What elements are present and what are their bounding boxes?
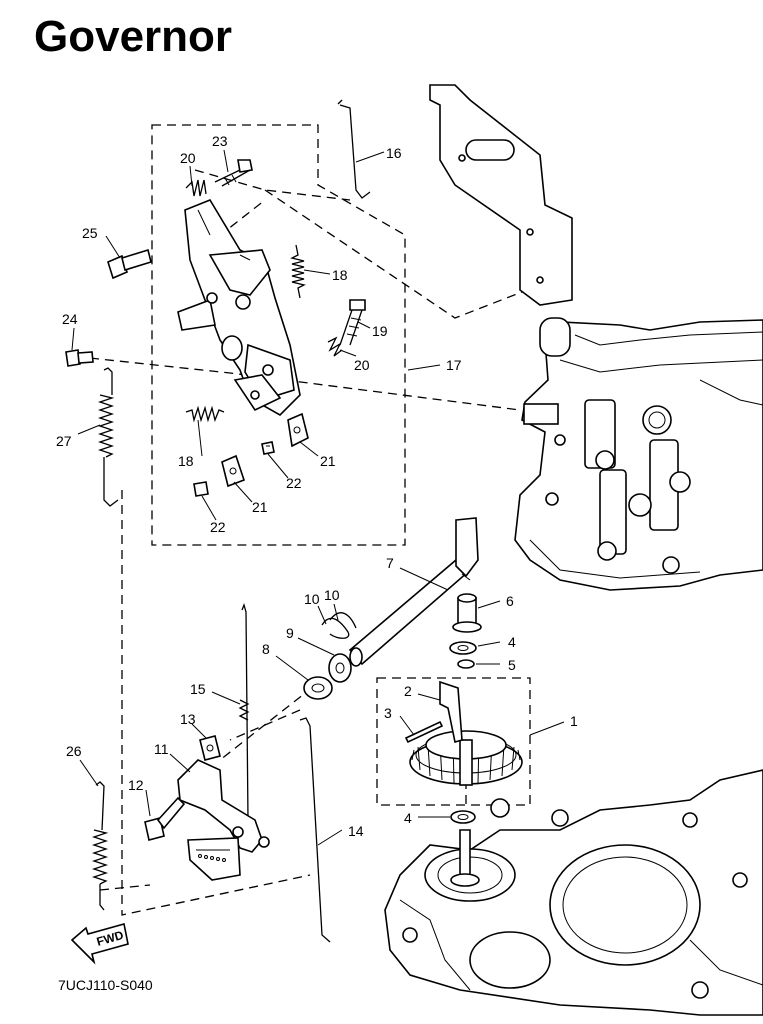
engine-block-upper <box>514 317 763 591</box>
bracket-21-upper <box>287 412 309 448</box>
fwd-arrow-icon: FWD <box>70 922 129 965</box>
bolt-22-lower <box>193 481 209 497</box>
engine-bracket-plate <box>429 84 573 306</box>
callout-10-a: 10 <box>304 591 320 607</box>
clip-13 <box>199 735 221 761</box>
callout-20-right: 20 <box>354 357 370 373</box>
callout-12: 12 <box>128 777 144 793</box>
callout-15: 15 <box>190 681 206 697</box>
washer-9 <box>328 653 352 683</box>
spring-27 <box>97 367 119 507</box>
callout-8: 8 <box>262 641 270 657</box>
callout-9: 9 <box>286 625 294 641</box>
spring-20-right <box>327 336 343 357</box>
spring-20-top <box>185 179 207 197</box>
page-title: Governor <box>34 12 233 61</box>
callout-7: 7 <box>386 555 394 571</box>
screw-23 <box>214 159 253 187</box>
callout-21-lower: 21 <box>252 499 268 515</box>
governor-shaft <box>450 829 480 887</box>
control-lever-assembly <box>177 199 301 416</box>
callout-24: 24 <box>62 311 78 327</box>
callout-13: 13 <box>180 711 196 727</box>
callout-4-lower: 4 <box>404 810 412 826</box>
bolt-25 <box>107 248 152 280</box>
callout-20-top: 20 <box>180 150 196 166</box>
callout-18-upper: 18 <box>332 267 348 283</box>
screw-19 <box>339 299 366 346</box>
callout-11: 11 <box>154 741 169 757</box>
link-rod-15 <box>238 602 250 821</box>
bolt-22-upper <box>261 441 275 455</box>
callout-1: 1 <box>570 713 578 729</box>
callout-23: 23 <box>212 133 228 149</box>
assembly-boundary-17 <box>151 124 406 546</box>
callout-3: 3 <box>384 705 392 721</box>
callout-21-upper: 21 <box>320 453 336 469</box>
bolt-12 <box>144 796 186 841</box>
lever-11 <box>177 759 270 881</box>
governor-pin-3 <box>404 720 444 744</box>
callout-22-lower: 22 <box>210 519 226 535</box>
diagram-code: 7UCJ110-S040 <box>58 977 153 993</box>
clips-10 <box>321 612 357 639</box>
callout-6: 6 <box>506 593 514 609</box>
callout-14: 14 <box>348 823 364 839</box>
callout-27: 27 <box>56 433 72 449</box>
bolt-24 <box>65 349 94 367</box>
spring-18-lower <box>185 405 225 423</box>
callout-2: 2 <box>404 683 412 699</box>
callout-17: 17 <box>446 357 462 373</box>
washer-8 <box>303 676 333 700</box>
governor-weight-2 <box>439 680 463 744</box>
washer-4-lower <box>450 810 476 824</box>
governor-sleeve-6 <box>452 593 482 633</box>
callouts: 16 23 20 25 18 24 19 20 17 27 18 21 22 2… <box>56 133 578 839</box>
link-rod-14 <box>299 717 331 943</box>
spring-26 <box>91 781 109 911</box>
clip-5 <box>457 659 475 669</box>
engine-block-lower <box>384 769 763 1016</box>
assembly-boundary-1 <box>376 677 531 806</box>
callout-10-b: 10 <box>324 587 340 603</box>
callout-22-upper: 22 <box>286 475 302 491</box>
rod-16 <box>337 99 371 199</box>
callout-26: 26 <box>66 743 82 759</box>
bracket-21-lower <box>221 454 246 488</box>
leader-lines <box>71 149 565 846</box>
governor-gear-1 <box>409 730 523 786</box>
callout-16: 16 <box>386 145 402 161</box>
spring-18-upper <box>290 244 306 299</box>
callout-18-lower: 18 <box>178 453 194 469</box>
callout-4-upper: 4 <box>508 634 516 650</box>
washer-4-upper <box>449 641 477 655</box>
callout-5: 5 <box>508 657 516 673</box>
callout-25: 25 <box>82 225 98 241</box>
callout-19: 19 <box>372 323 388 339</box>
